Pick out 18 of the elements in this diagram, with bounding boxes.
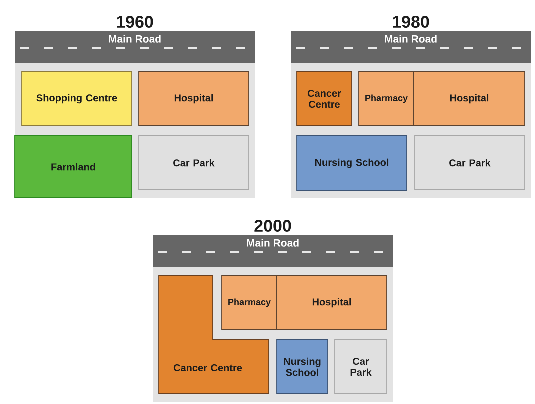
field-plot: Farmland bbox=[14, 136, 132, 198]
road-band: Main Road bbox=[153, 235, 394, 268]
road-band: Main Road bbox=[291, 31, 532, 64]
building-block: Cancer Centre bbox=[296, 72, 352, 126]
building-block: Hospital bbox=[138, 72, 250, 126]
building-block: Shopping Centre bbox=[22, 72, 132, 126]
map-title: 1980 bbox=[393, 16, 430, 28]
map-title: 2000 bbox=[254, 220, 292, 232]
building-block: Nursing School bbox=[296, 136, 408, 192]
building-block: Pharmacy bbox=[222, 276, 278, 330]
parking-lot: Car Park bbox=[414, 136, 526, 190]
building-block: Pharmacy bbox=[358, 72, 414, 126]
road-band: Main Road bbox=[15, 31, 256, 64]
parking-lot: Car Park bbox=[334, 340, 388, 394]
building-block: Hospital bbox=[276, 276, 388, 330]
building-block: Nursing School bbox=[276, 340, 328, 394]
parking-lot: Car Park bbox=[138, 136, 250, 190]
map-title: 1960 bbox=[117, 16, 154, 28]
